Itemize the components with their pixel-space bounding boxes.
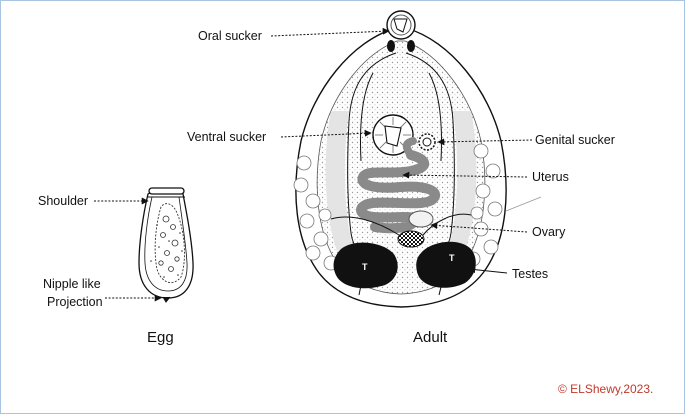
testis-left-duct: [358, 284, 362, 296]
genital-sucker-leader: [437, 138, 533, 146]
uterus-leader: [402, 171, 528, 179]
testes-label: Testes: [512, 267, 548, 281]
egg-inner-wall: [144, 196, 188, 292]
pharynx-right-bulb: [407, 40, 415, 52]
vitellaria-follicles: [293, 143, 503, 271]
egg-germ-cells: [158, 215, 180, 272]
oral-sucker-leader: [270, 27, 390, 37]
adult-oral-sucker: [386, 10, 416, 40]
testis-left-mark: T: [362, 262, 368, 272]
miracidium-outline: [154, 203, 185, 283]
testis-right: [416, 241, 476, 288]
laurer-canal: [505, 196, 542, 212]
egg-granules: [150, 224, 183, 278]
ovary-leader: [430, 221, 528, 233]
copyright-notice: © ELShewy,2023.: [558, 382, 653, 396]
uterus-label: Uterus: [532, 170, 569, 184]
nipple-label-line2: Projection: [47, 295, 103, 309]
vitelline-duct-left: [330, 216, 400, 236]
shoulder-label: Shoulder: [38, 194, 88, 208]
adult-illustration: T T: [293, 10, 542, 308]
adult-ovary: [408, 210, 434, 228]
ovary-label: Ovary: [532, 225, 566, 239]
ventral-sucker-leader: [280, 129, 372, 138]
vitelline-duct-right: [422, 213, 472, 236]
egg-caption: Egg: [147, 329, 174, 346]
vitellarian-field-right: [449, 111, 477, 251]
intestinal-caecum-inner-right: [428, 72, 442, 162]
ootype-mehlis-gland: [397, 230, 425, 248]
nipple-label-line1: Nipple like: [43, 277, 101, 291]
egg-illustration: [138, 187, 194, 303]
testis-right-mark: T: [449, 253, 455, 263]
vitellarian-field-left: [325, 111, 353, 251]
egg-nipple-projection: [162, 296, 171, 303]
adult-caption: Adult: [413, 329, 448, 346]
pharynx-left-bulb: [387, 40, 395, 52]
intestinal-caecum-inner-left: [360, 72, 374, 162]
egg-operculum: [148, 187, 185, 195]
testes-leader: [468, 266, 508, 274]
adult-genital-sucker: [418, 133, 436, 151]
testis-right-duct: [438, 286, 442, 296]
ventral-sucker-label: Ventral sucker: [187, 130, 266, 144]
oral-sucker-label: Oral sucker: [198, 29, 262, 43]
genital-sucker-label: Genital sucker: [535, 133, 615, 147]
testis-left: [333, 242, 398, 289]
